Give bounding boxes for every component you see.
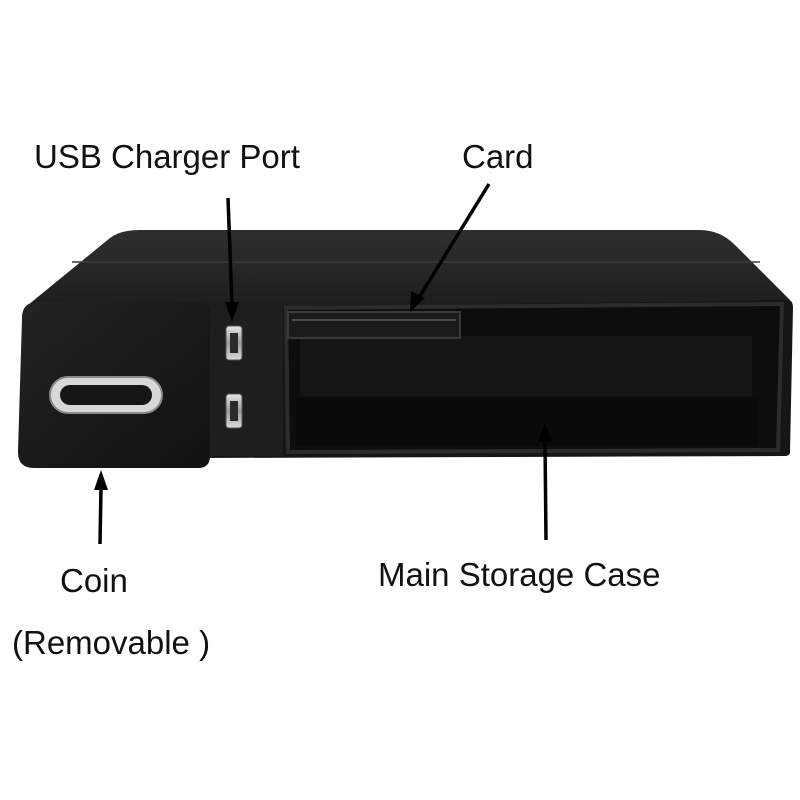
card-slot bbox=[287, 311, 461, 339]
arrow-usb-charger-port bbox=[225, 197, 239, 322]
storage-interior-floor bbox=[296, 398, 758, 446]
usb-c-port-inner bbox=[60, 385, 152, 405]
label-usb-charger-port: USB Charger Port bbox=[34, 138, 300, 175]
usb-port-top-slot bbox=[230, 333, 238, 353]
label-removable: (Removable ) bbox=[12, 624, 211, 661]
label-coin: Coin bbox=[60, 562, 128, 599]
storage-interior-felt bbox=[300, 336, 752, 396]
label-card: Card bbox=[462, 138, 534, 175]
arrow-main-storage-case bbox=[538, 422, 552, 541]
arrow-coin bbox=[94, 470, 108, 545]
case-top-surface bbox=[28, 230, 790, 318]
usb-port-bottom-slot bbox=[230, 401, 238, 421]
usb-panel bbox=[205, 306, 283, 456]
label-main-storage-case: Main Storage Case bbox=[378, 556, 661, 593]
arrow-card bbox=[410, 183, 491, 312]
